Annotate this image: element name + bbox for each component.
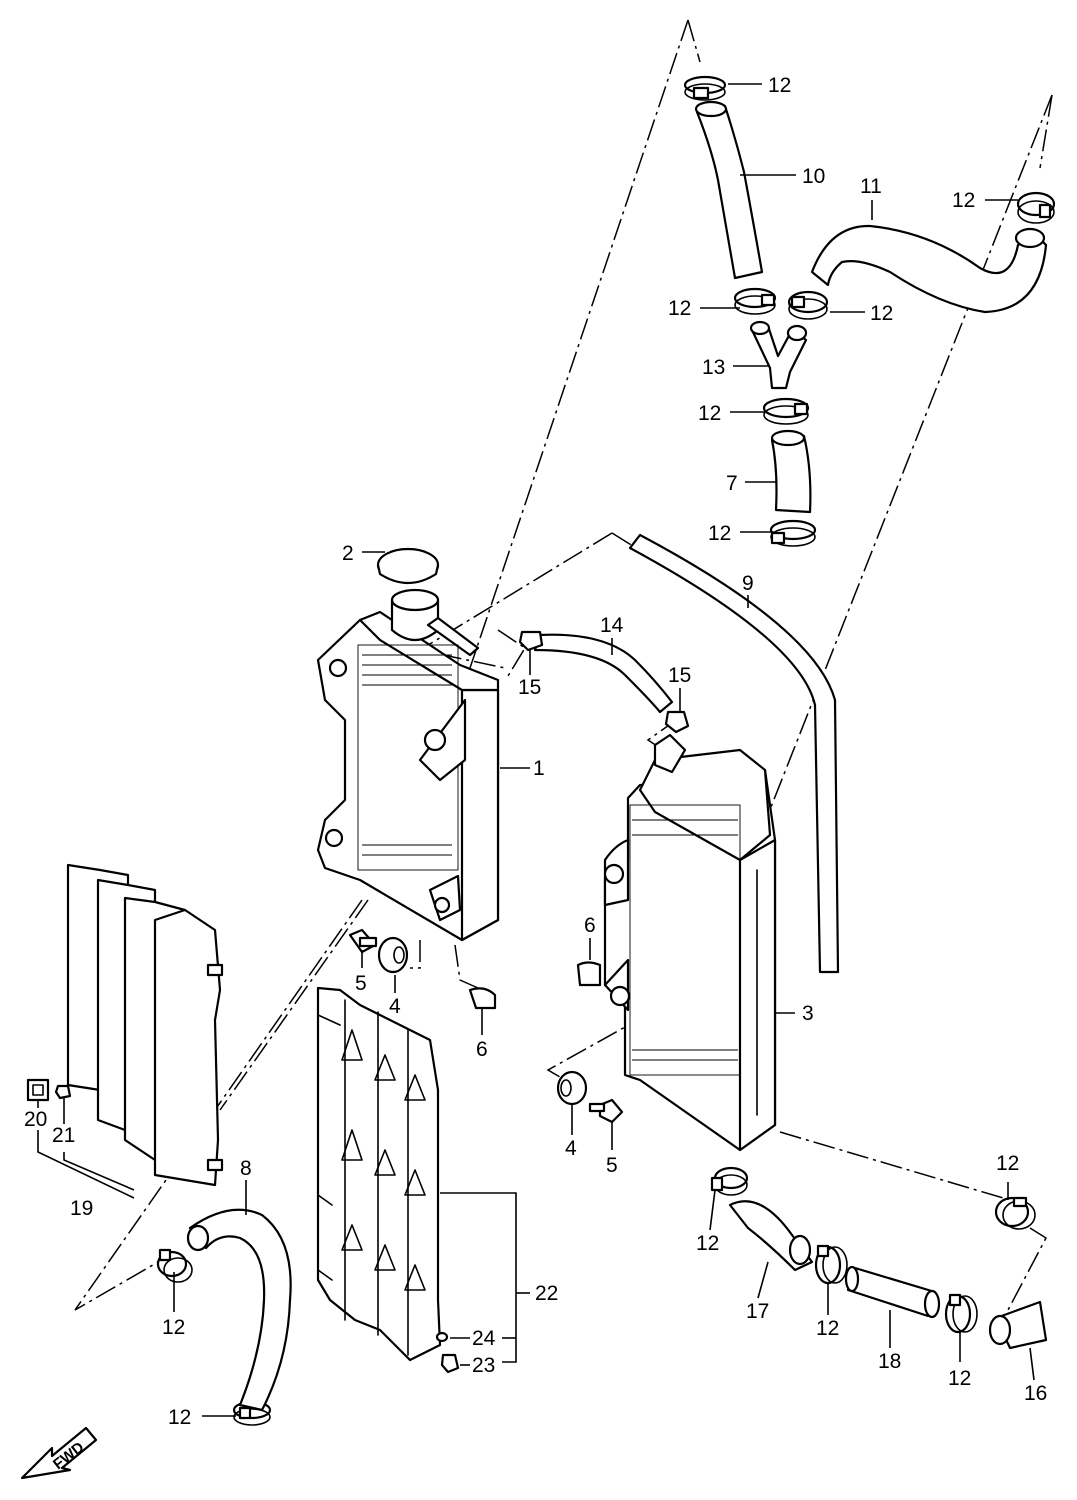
end-hose (988, 1300, 1048, 1350)
radiator-cap (376, 547, 440, 585)
clamp-12-j (944, 1293, 978, 1334)
callout-12-g: 12 (696, 1232, 719, 1255)
callout-2: 2 (342, 542, 354, 565)
callout-12-e: 12 (698, 402, 721, 425)
clamp-12-g (710, 1166, 749, 1196)
callout-12-f: 12 (708, 522, 731, 545)
callout-11: 11 (860, 175, 882, 198)
clamp-12-b (1016, 191, 1056, 224)
callout-13: 13 (702, 356, 725, 379)
assembly-guide-lines (74, 19, 1053, 1311)
callout-12-i: 12 (816, 1317, 839, 1340)
callout-5-right: 5 (606, 1154, 618, 1177)
guard-fasteners (26, 1078, 72, 1102)
clamp-12-e (762, 397, 810, 425)
overflow-hose (628, 533, 840, 974)
breather-hose (533, 633, 674, 714)
clamp-12-h (994, 1196, 1036, 1230)
callout-6-right: 6 (584, 914, 596, 937)
forward-arrow-icon: FWD (20, 1426, 98, 1480)
callout-17: 17 (746, 1300, 769, 1323)
callout-16: 16 (1024, 1382, 1047, 1405)
louver-fasteners (435, 1331, 460, 1374)
callout-12-d: 12 (870, 302, 893, 325)
leader-lines (37, 83, 1035, 1417)
callout-15-right: 15 (668, 664, 691, 687)
callout-5-left: 5 (355, 972, 367, 995)
callout-12-j: 12 (948, 1367, 971, 1390)
callout-labels: 1 2 3 4 4 5 5 6 6 7 8 9 10 11 12 12 12 1… (24, 74, 1047, 1429)
clamp-12-i (814, 1244, 848, 1285)
hose-clamps (156, 75, 1056, 1426)
callout-12-l: 12 (168, 1406, 191, 1429)
clamp-12-a (683, 75, 727, 101)
callout-24: 24 (472, 1327, 496, 1350)
left-mount-hardware (348, 928, 497, 1010)
callout-1: 1 (533, 757, 545, 780)
radiator-louver (316, 986, 442, 1362)
radiator-shroud (66, 863, 224, 1187)
clamp-12-f (769, 519, 817, 547)
callout-3: 3 (802, 1002, 814, 1025)
callout-4-left: 4 (389, 995, 401, 1018)
callout-23: 23 (472, 1354, 495, 1377)
clamp-12-d (787, 290, 829, 320)
callout-7: 7 (726, 472, 738, 495)
callout-14: 14 (600, 614, 624, 637)
callout-12-c: 12 (668, 297, 691, 320)
lower-right-hose (728, 1200, 814, 1272)
callout-18: 18 (878, 1350, 901, 1373)
callout-21: 21 (52, 1124, 75, 1147)
hose-clips (518, 630, 690, 734)
left-radiator (316, 588, 500, 942)
callout-20: 20 (24, 1108, 47, 1131)
right-radiator (603, 733, 777, 1152)
clamp-12-k (156, 1248, 193, 1283)
callout-8: 8 (240, 1157, 252, 1180)
callout-9: 9 (742, 572, 754, 595)
right-upper-hose (810, 224, 1048, 314)
callout-6-left: 6 (476, 1038, 488, 1061)
callout-15-left: 15 (518, 676, 541, 699)
right-mount-hardware (556, 961, 624, 1124)
lower-left-hose (186, 1208, 292, 1412)
callout-19: 19 (70, 1197, 93, 1220)
callout-12-b: 12 (952, 189, 975, 212)
upper-hose (694, 100, 764, 280)
callout-10: 10 (802, 165, 825, 188)
callout-12-h: 12 (996, 1152, 1019, 1175)
callout-12-k: 12 (162, 1316, 185, 1339)
y-joint (749, 320, 808, 390)
callout-22: 22 (535, 1282, 558, 1305)
short-hose (770, 429, 812, 514)
callout-12-a: 12 (768, 74, 791, 97)
connector-pipe (844, 1265, 941, 1319)
callout-4-right: 4 (565, 1137, 577, 1160)
clamp-12-c (733, 287, 777, 315)
